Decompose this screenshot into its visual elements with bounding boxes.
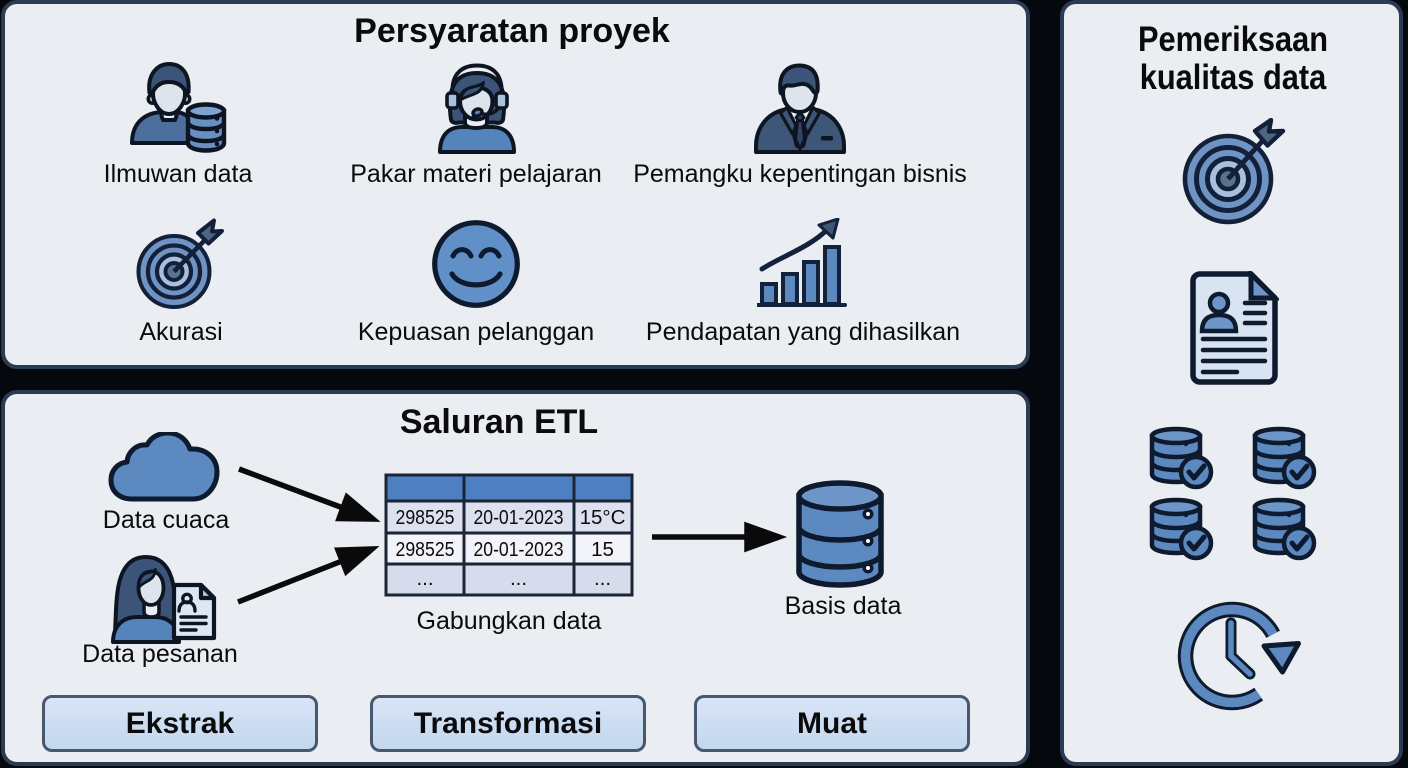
svg-text:298525: 298525 [396,538,455,561]
svg-text:...: ... [416,567,433,590]
svg-text:298525: 298525 [396,506,455,529]
svg-text:20-01-2023: 20-01-2023 [474,538,564,561]
svg-text:15: 15 [591,538,614,561]
svg-text:...: ... [510,567,527,590]
svg-text:...: ... [594,567,611,590]
svg-text:20-01-2023: 20-01-2023 [474,506,564,529]
svg-text:15°C: 15°C [580,506,626,529]
